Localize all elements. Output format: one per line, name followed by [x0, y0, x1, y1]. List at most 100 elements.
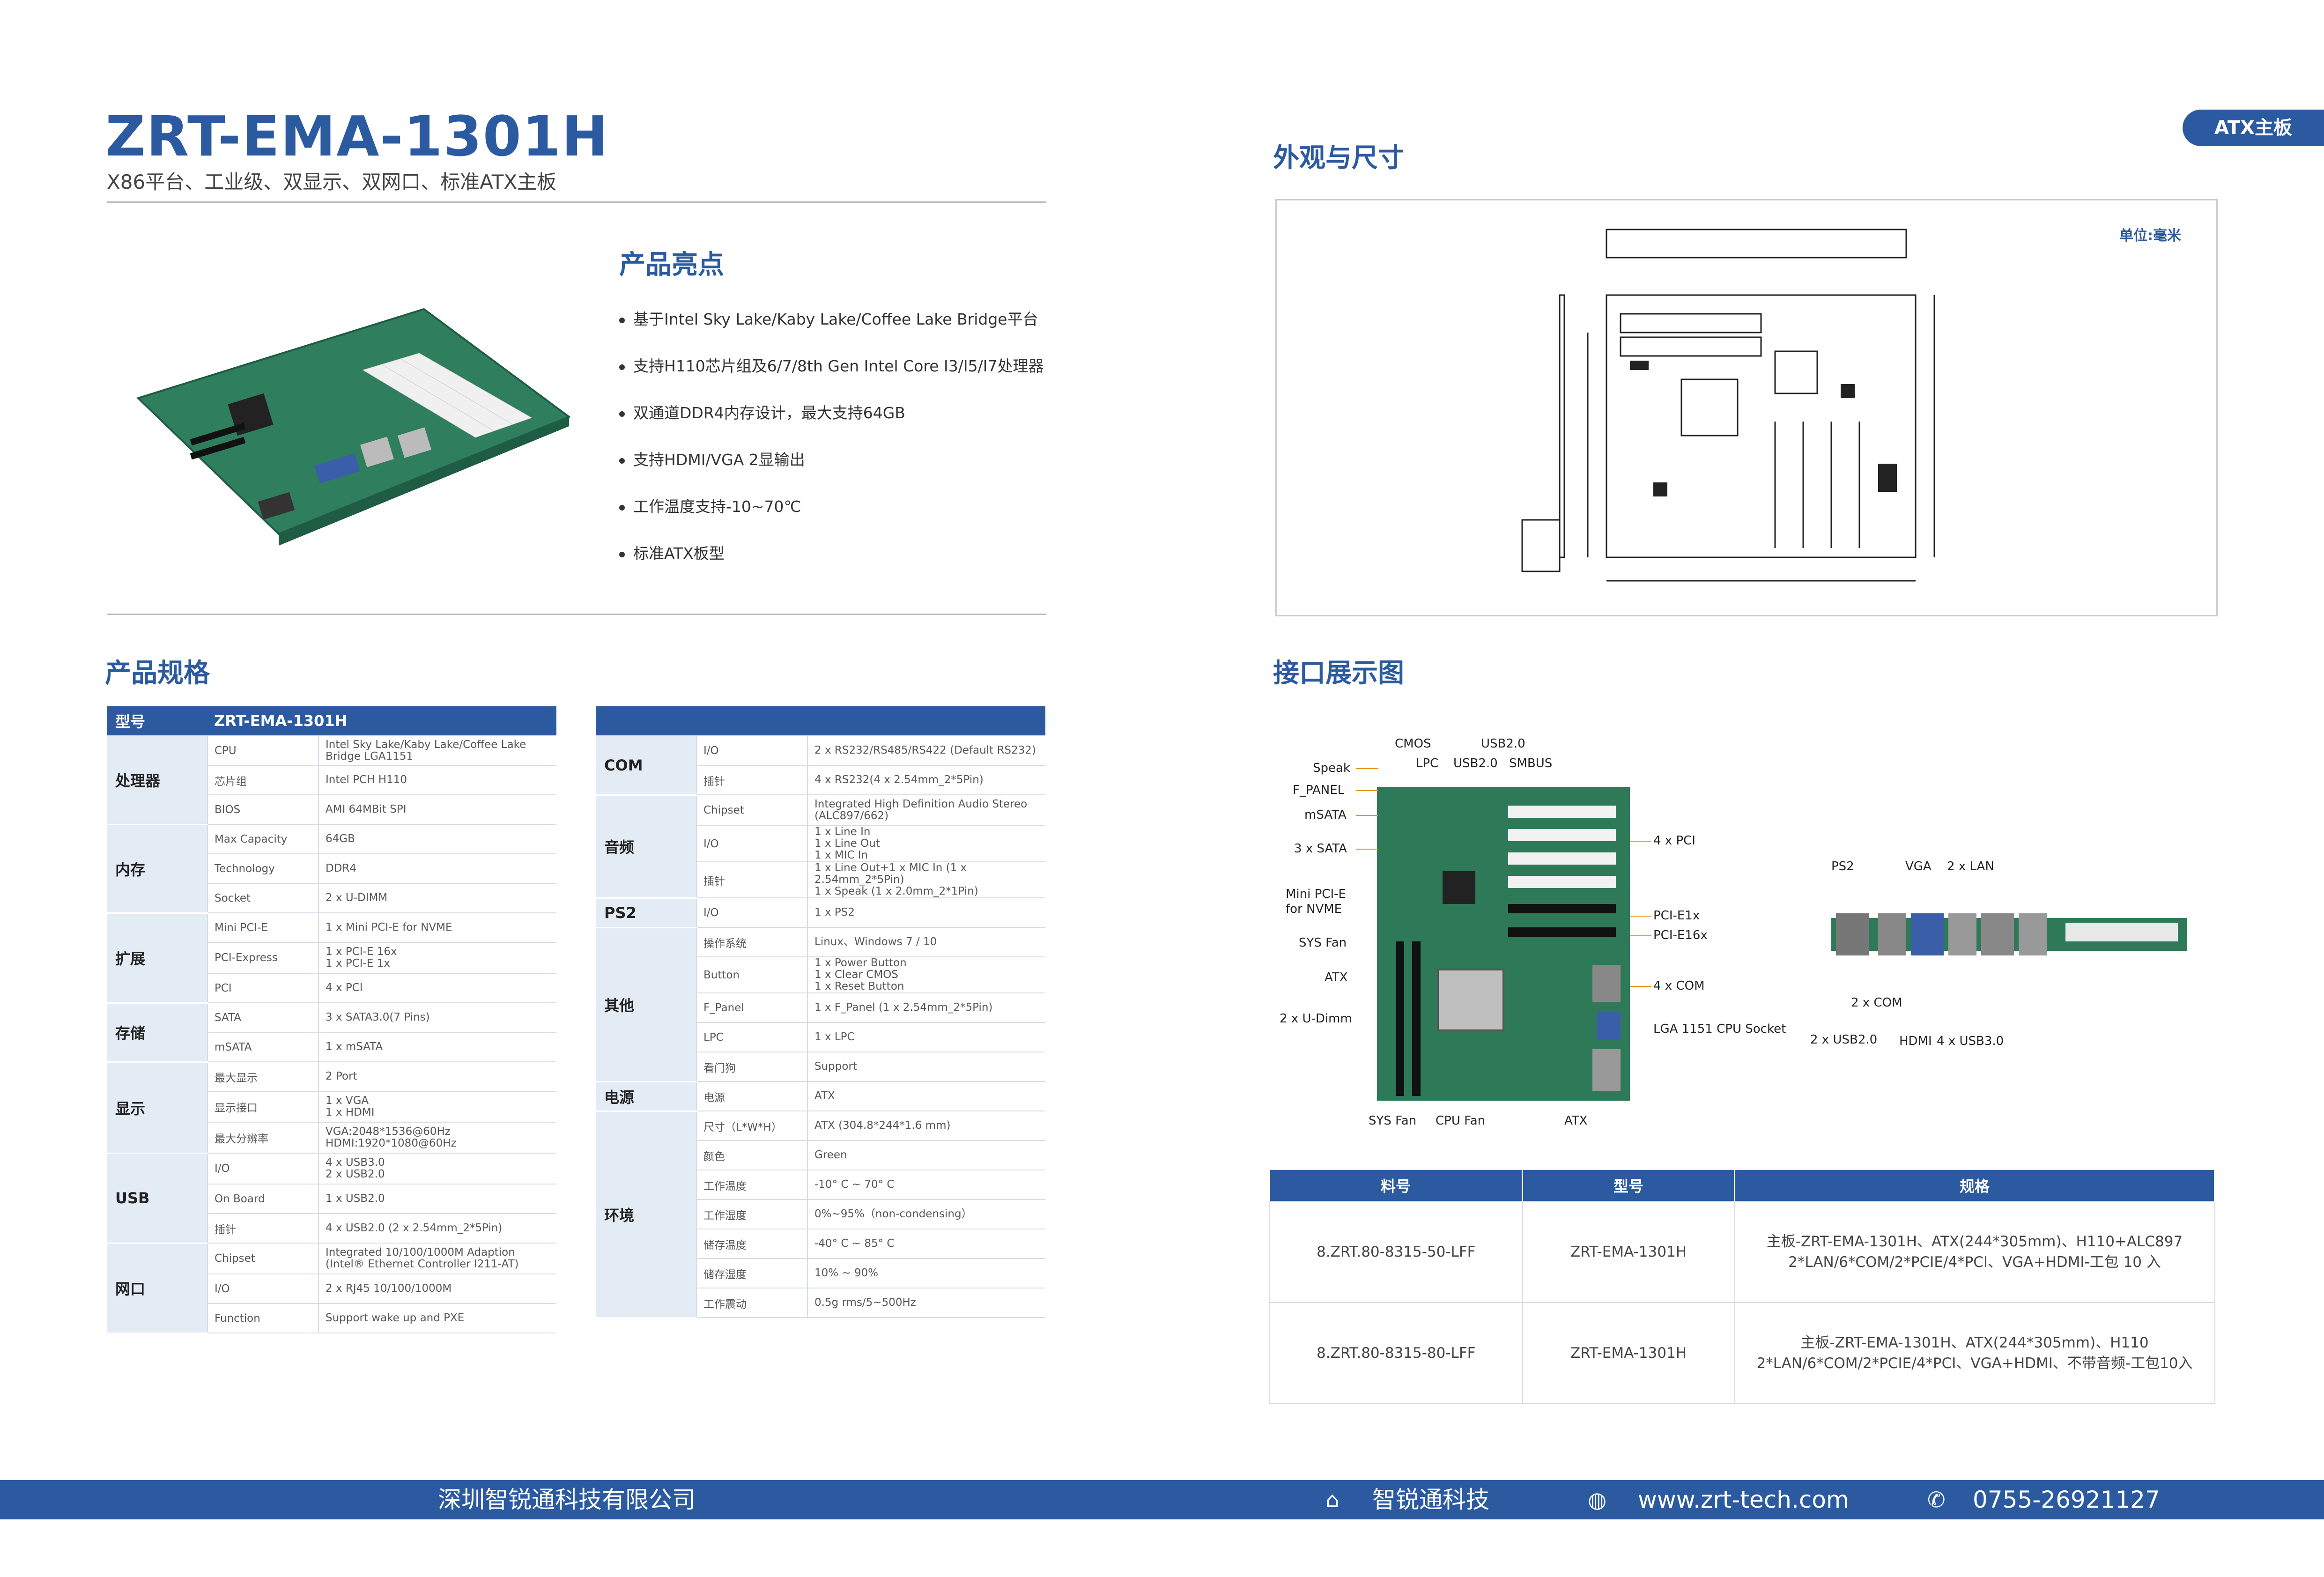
label-2usb20: 2 x USB2.0: [1810, 1033, 1878, 1047]
spec-value: 4 x USB2.0 (2 x 2.54mm_2*5Pin): [318, 1214, 556, 1244]
label-smbus: SMBUS: [1509, 756, 1553, 770]
spec-value: 0.5g rms/5~500Hz: [807, 1288, 1045, 1318]
divider: [107, 201, 1046, 203]
leader-line: [1630, 986, 1651, 987]
divider: [107, 614, 1046, 615]
order-part: 8.ZRT.80-8315-50-LFF: [1269, 1201, 1523, 1303]
spec-value: 1 x Mini PCI-E for NVME: [318, 913, 556, 943]
spec-key: 颜色: [696, 1140, 808, 1170]
spec-value: 2 x RJ45 10/100/1000M: [318, 1274, 556, 1304]
spec-value: Intel PCH H110: [318, 765, 556, 795]
footer-brand: 智锐通科技: [1372, 1486, 1489, 1513]
label-vga: VGA: [1905, 859, 1932, 874]
spec-category: 存储: [107, 1003, 207, 1063]
product-title: ZRT-EMA-1301H: [105, 104, 609, 169]
label-2com: 2 x COM: [1851, 996, 1902, 1010]
label-sata: 3 x SATA: [1294, 842, 1347, 856]
spec-key: 插针: [696, 765, 808, 795]
order-model: ZRT-EMA-1301H: [1522, 1302, 1735, 1404]
spec-category: 扩展: [107, 913, 207, 1004]
spec-value: 64GB: [318, 824, 556, 854]
spec-value: 1 x LPC: [807, 1022, 1045, 1052]
phone-icon: ✆: [1927, 1487, 1946, 1512]
label-atx-bottom: ATX: [1564, 1114, 1588, 1128]
spec-value: 1 x mSATA: [318, 1032, 556, 1062]
spec-category: USB: [107, 1153, 207, 1244]
board-top-view: [1377, 787, 1630, 1101]
label-sys-fan-bottom: SYS Fan: [1369, 1114, 1417, 1128]
label-4com: 4 x COM: [1653, 979, 1705, 993]
spec-category: 显示: [107, 1062, 207, 1154]
spec-category: 环境: [596, 1111, 696, 1318]
leader-line: [1356, 768, 1378, 769]
spec-key: SATA: [207, 1003, 319, 1033]
spec-value: Support: [807, 1052, 1045, 1082]
footer-website[interactable]: www.zrt-tech.com: [1638, 1486, 1849, 1513]
spec-value: 2 x U-DIMM: [318, 883, 556, 913]
spec-key: LPC: [696, 1022, 808, 1052]
label-u-dimm: 2 x U-Dimm: [1280, 1012, 1352, 1026]
label-lpc: LPC: [1416, 756, 1439, 770]
spec-key: 电源: [696, 1081, 808, 1111]
leader-line: [1356, 849, 1378, 850]
spec-value: ATX (304.8*244*1.6 mm): [807, 1111, 1045, 1141]
table-row: 8.ZRT.80-8315-50-LFF ZRT-EMA-1301H 主板-ZR…: [1269, 1201, 2215, 1303]
dimension-drawing-frame: [1275, 199, 2218, 616]
spec-value: Linux、Windows 7 / 10: [807, 927, 1045, 957]
leader-line: [1630, 916, 1651, 917]
label-2lan: 2 x LAN: [1947, 859, 1994, 874]
leader-line: [1356, 790, 1378, 791]
spec-key: Socket: [207, 883, 319, 913]
interfaces-heading: 接口展示图: [1273, 658, 1404, 689]
spec-key: 尺寸（L*W*H）: [696, 1111, 808, 1141]
spec-key: 储存湿度: [696, 1259, 808, 1288]
spec-value: 10% ~ 90%: [807, 1259, 1045, 1288]
label-sys-fan-left: SYS Fan: [1299, 936, 1347, 950]
label-pcie1x: PCI-E1x: [1653, 909, 1700, 923]
spec-key: 显示接口: [207, 1091, 319, 1123]
label-speak: Speak: [1313, 761, 1350, 775]
footer-company: 深圳智锐通科技有限公司: [438, 1486, 696, 1513]
spec-category: 内存: [107, 824, 207, 914]
spec-category: 网口: [107, 1243, 207, 1334]
spec-category: 其他: [596, 927, 696, 1082]
spec-table-header: [596, 706, 1045, 736]
label-ps2: PS2: [1831, 859, 1854, 874]
label-usb20: USB2.0: [1453, 756, 1498, 770]
product-subtitle: X86平台、工业级、双显示、双网口、标准ATX主板: [107, 170, 557, 193]
leader-line: [1356, 815, 1378, 816]
spec-value: AMI 64MBit SPI: [318, 795, 556, 825]
label-msata: mSATA: [1304, 808, 1347, 822]
spec-value: Integrated High Definition Audio Stereo …: [807, 795, 1045, 826]
footer-bar: 深圳智锐通科技有限公司 ⌂ 智锐通科技 ◍ www.zrt-tech.com ✆…: [0, 1480, 2324, 1519]
label-cpu-fan: CPU Fan: [1436, 1114, 1486, 1128]
highlight-item: 双通道DDR4内存设计，最大支持64GB: [619, 400, 905, 423]
label-hdmi: HDMI: [1899, 1034, 1932, 1048]
spec-value: 1 x PS2: [807, 898, 1045, 928]
spec-value: Intel Sky Lake/Kaby Lake/Coffee Lake Bri…: [318, 736, 556, 766]
spec-key: Function: [207, 1303, 319, 1333]
spec-key: 操作系统: [696, 927, 808, 957]
spec-key: 储存温度: [696, 1229, 808, 1259]
spec-key: I/O: [207, 1153, 319, 1185]
spec-key: PCI-Express: [207, 942, 319, 974]
spec-value: 4 x PCI: [318, 973, 556, 1003]
label-atx-left: ATX: [1325, 970, 1348, 985]
spec-key: Max Capacity: [207, 824, 319, 854]
